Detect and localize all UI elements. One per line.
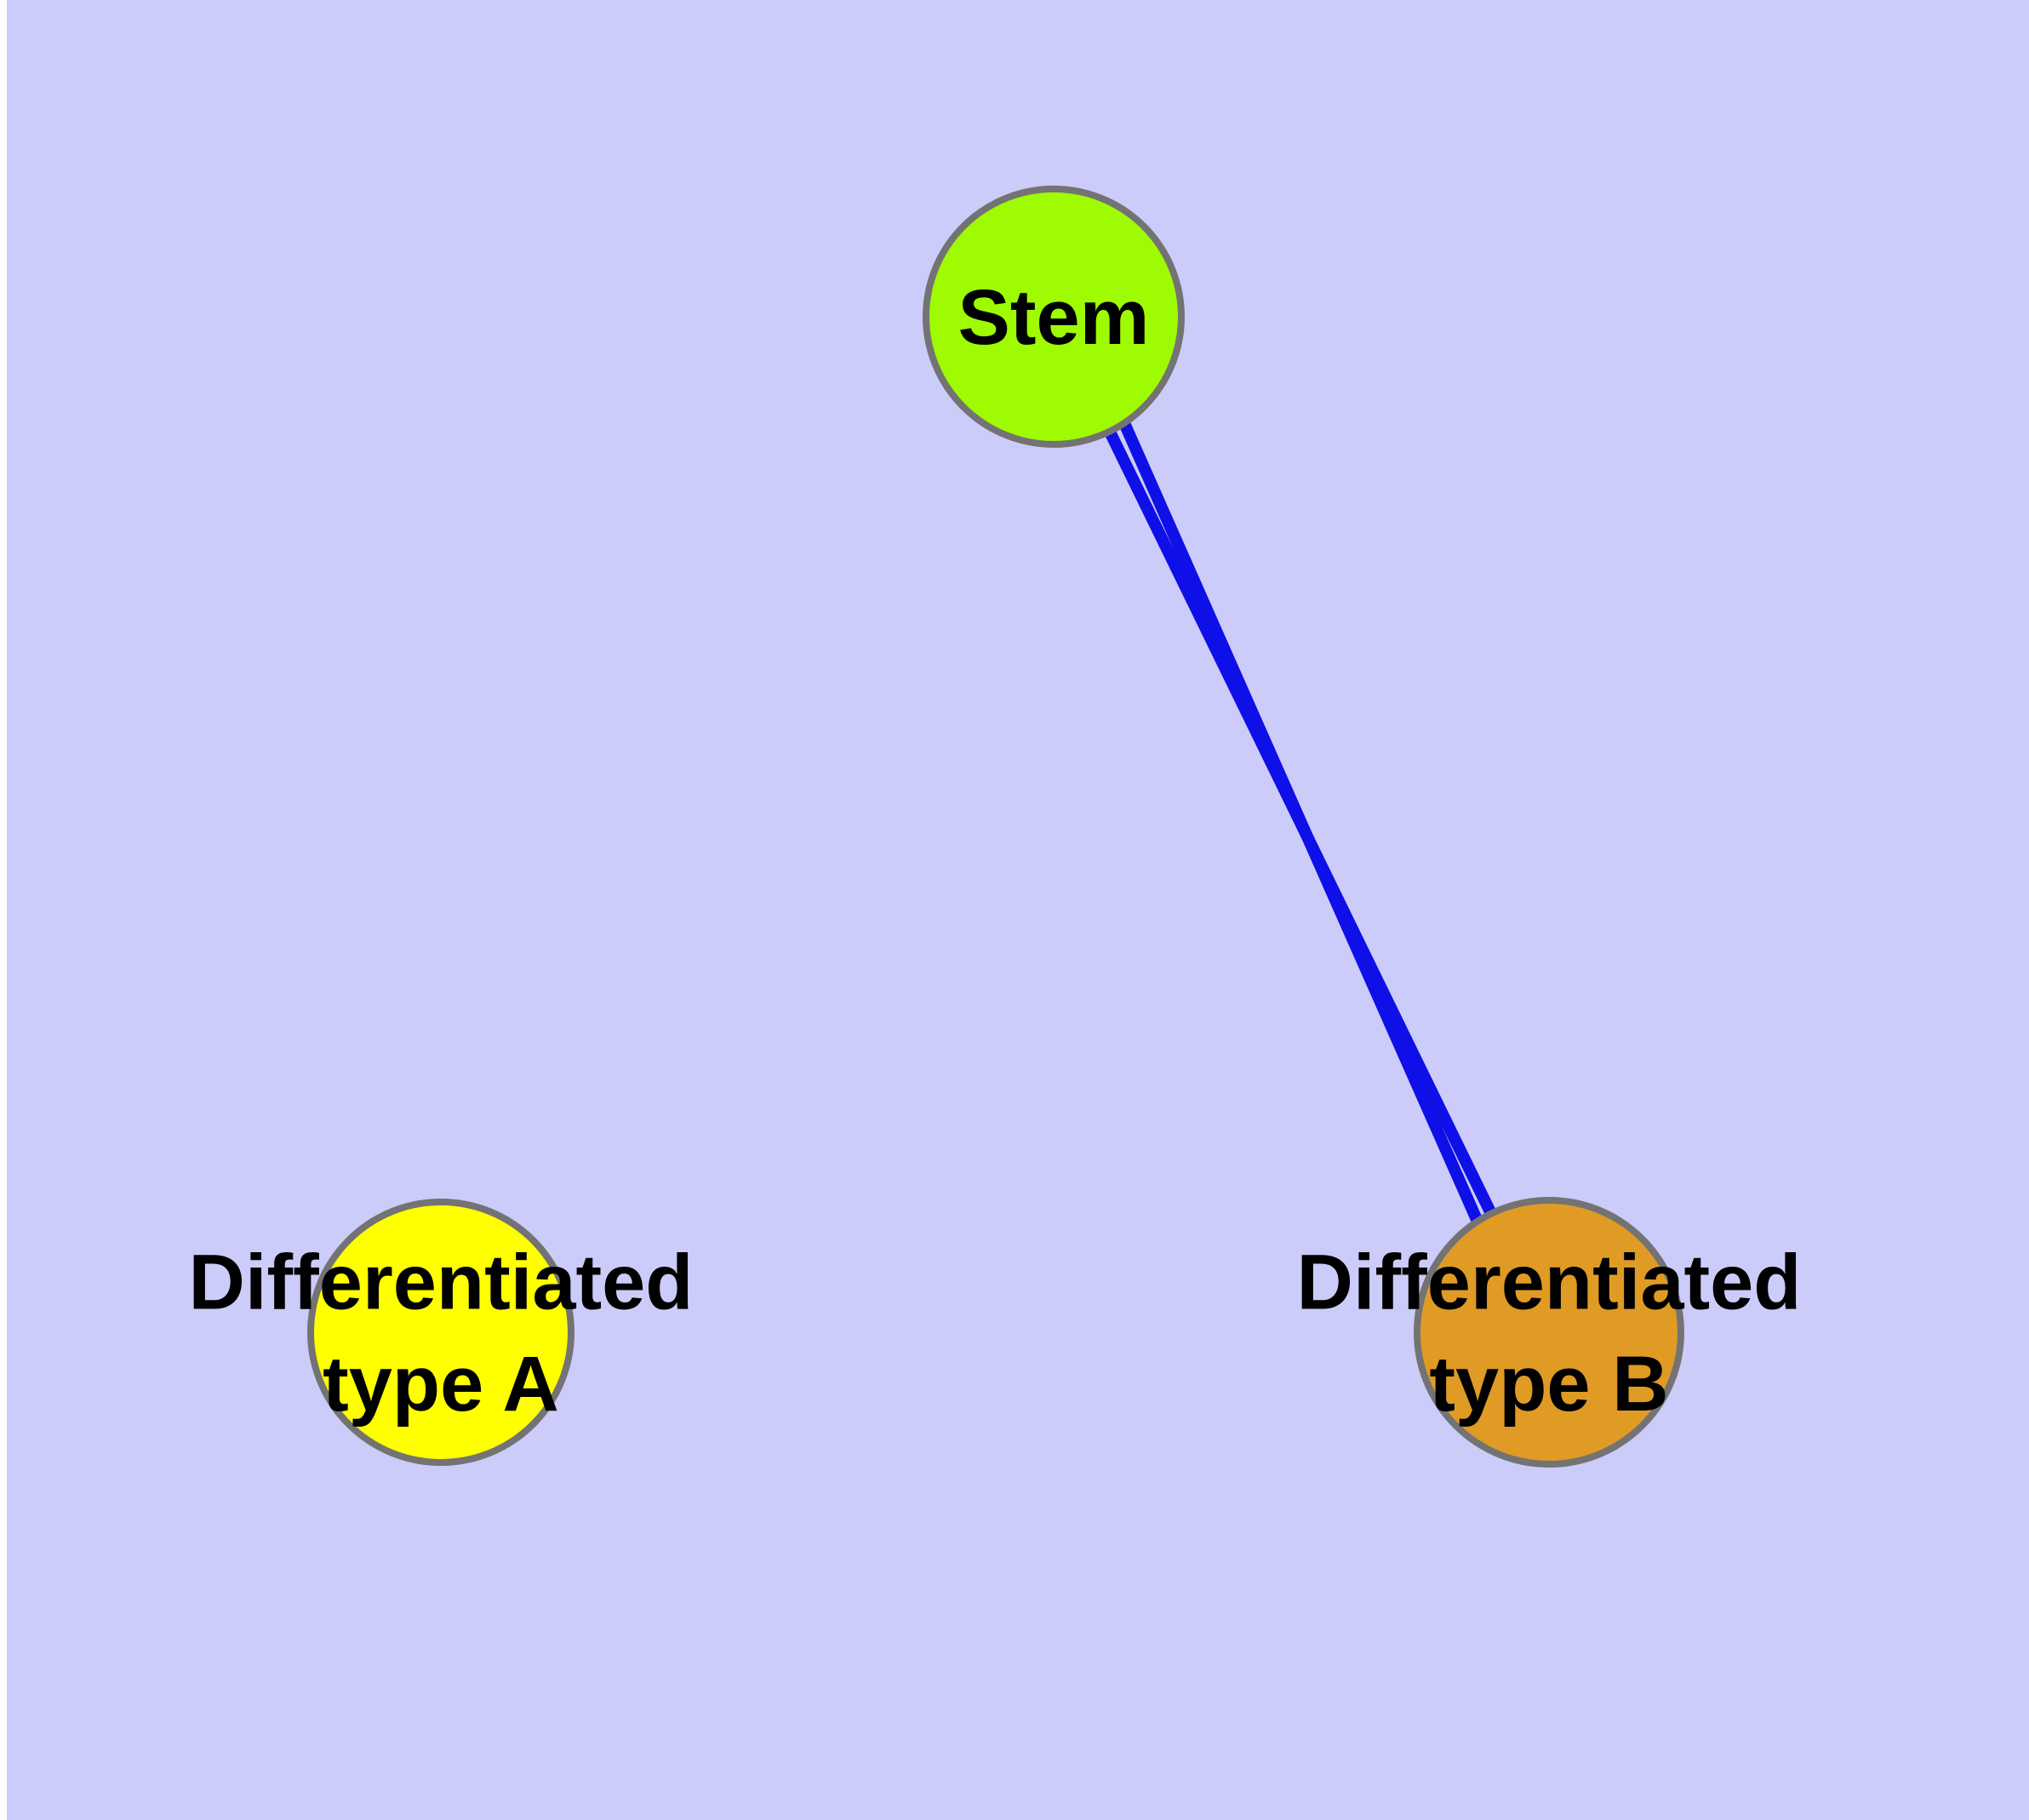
- edge-layer: [1104, 421, 1497, 1226]
- node-differentiated-type-b-label-line-2: type B: [1429, 1341, 1668, 1428]
- node-differentiated-type-a-label-line-2: type A: [323, 1341, 559, 1428]
- node-stem[interactable]: Stem: [923, 186, 1185, 448]
- edge-stem-to-differentiated-type-b[interactable]: [1118, 421, 1484, 1226]
- node-differentiated-type-a[interactable]: Differentiated type A: [189, 1199, 694, 1466]
- node-stem-circle[interactable]: [923, 186, 1185, 448]
- node-differentiated-type-a-circle[interactable]: [307, 1199, 574, 1466]
- node-differentiated-type-b[interactable]: Differentiated type B: [1297, 1197, 1802, 1468]
- node-differentiated-type-b-circle[interactable]: [1414, 1197, 1684, 1468]
- node-differentiated-type-b-label-line-1: Differentiated: [1297, 1239, 1802, 1325]
- node-layer: Stem Differentiated type A Differentiate…: [189, 186, 1802, 1468]
- node-differentiated-type-a-label-line-1: Differentiated: [189, 1239, 694, 1325]
- node-stem-label-line-1: Stem: [958, 274, 1150, 361]
